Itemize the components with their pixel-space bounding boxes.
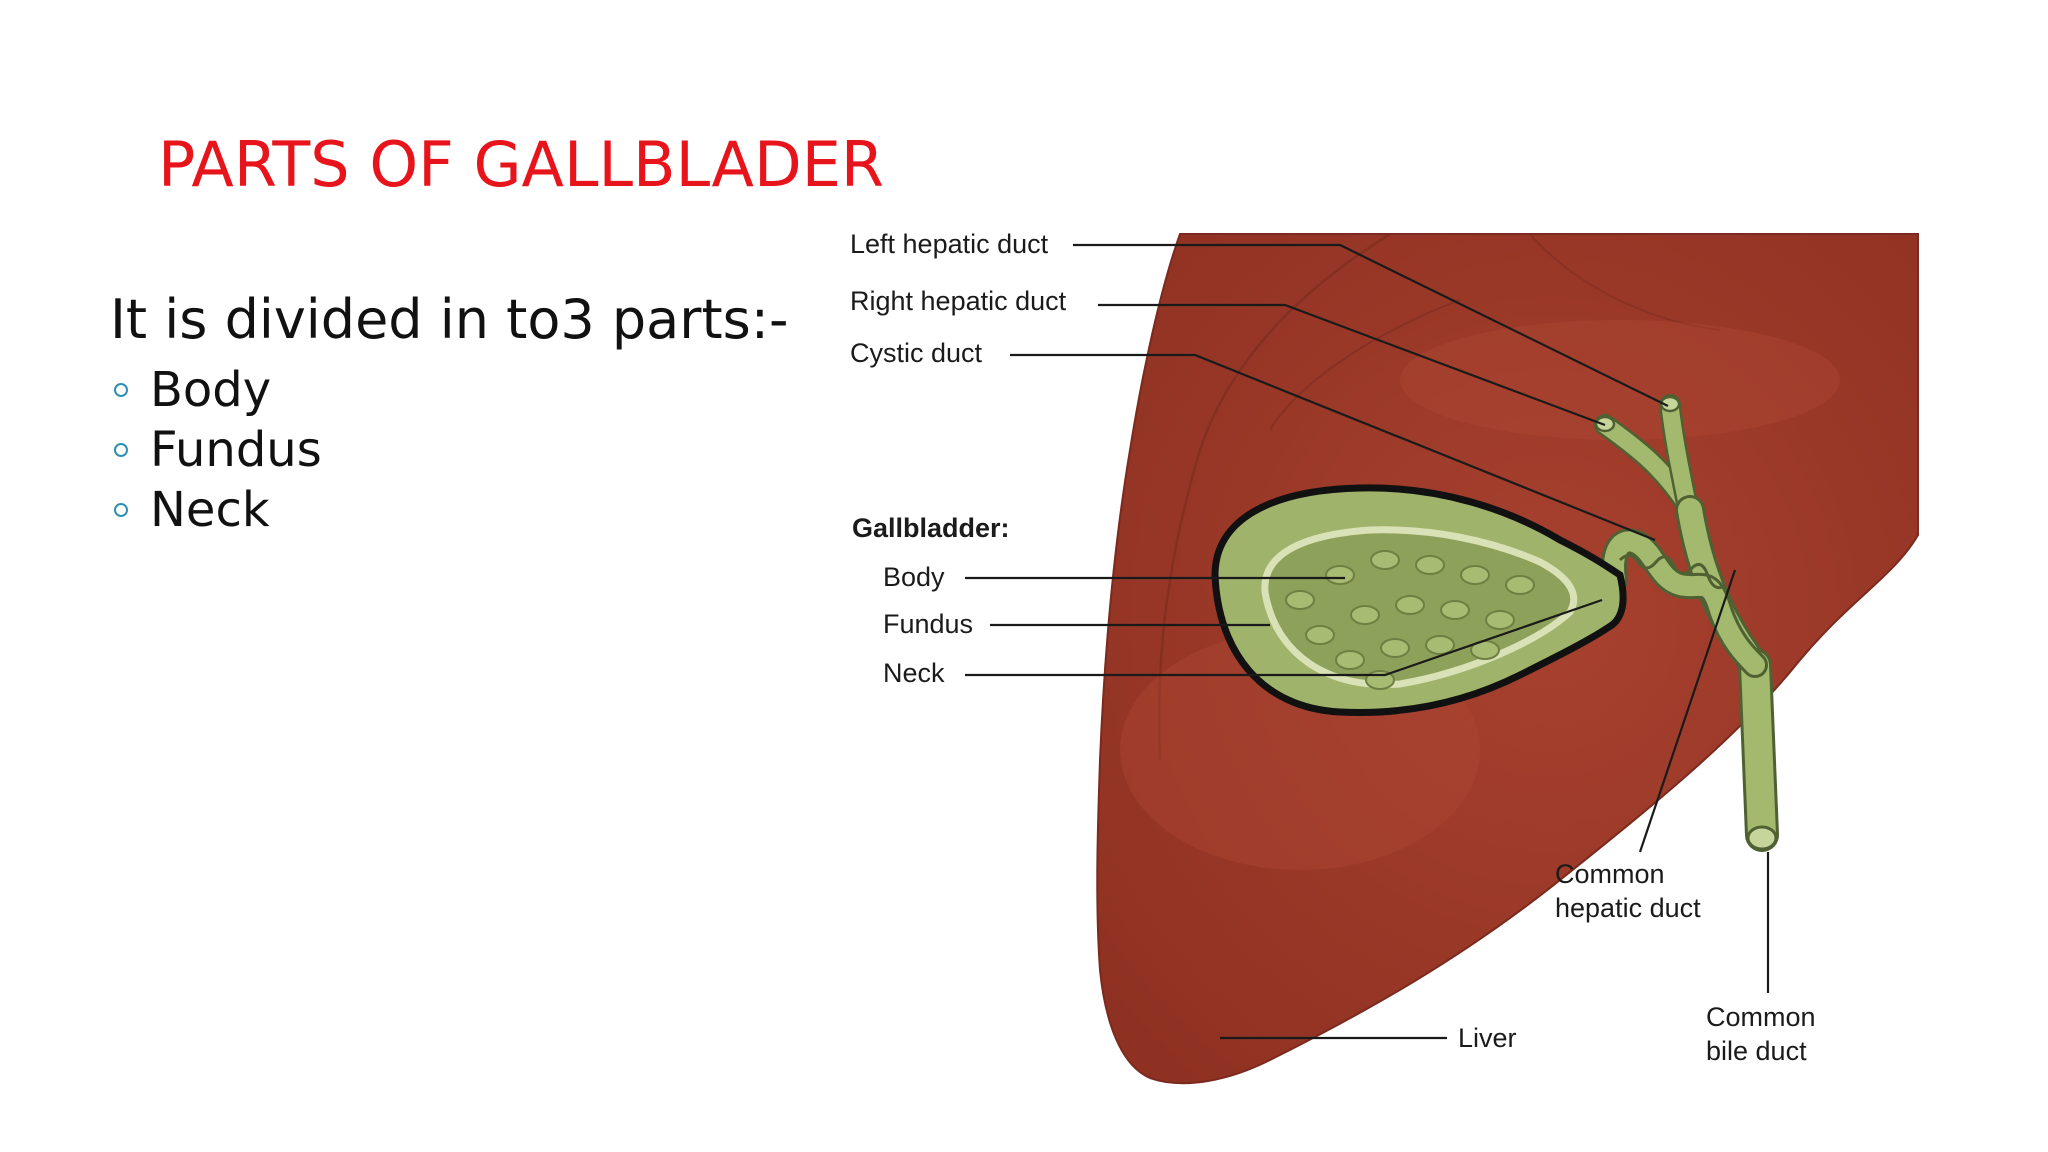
label-common-bile-duct-1: Common <box>1706 1002 1816 1032</box>
label-cystic-duct: Cystic duct <box>850 338 983 368</box>
list-item: Body <box>110 360 322 420</box>
list-item: Fundus <box>110 420 322 480</box>
liver-fold <box>1529 233 1721 331</box>
label-gallbladder-heading: Gallbladder: <box>852 513 1010 543</box>
leader-neck <box>965 598 1603 677</box>
bullet-icon <box>114 383 128 397</box>
label-common-hepatic-duct-1: Common <box>1555 859 1665 889</box>
label-left-hepatic-duct: Left hepatic duct <box>850 229 1049 259</box>
leader-common-hepatic-duct <box>1638 569 1737 853</box>
label-neck: Neck <box>883 658 945 688</box>
intro-text: It is divided in to3 parts:- <box>110 288 789 351</box>
liver-fold <box>1157 232 1391 761</box>
cystic-duct <box>1601 528 1768 678</box>
gallbladder <box>1211 484 1627 716</box>
list-item-label: Body <box>150 362 272 418</box>
list-item: Neck <box>110 480 322 540</box>
list-item-label: Fundus <box>150 422 322 478</box>
leader-left-hepatic-duct <box>1073 243 1669 407</box>
slide-title: PARTS OF GALLBLADER <box>158 128 884 201</box>
parts-list: Body Fundus Neck <box>110 360 322 540</box>
label-body: Body <box>883 562 945 592</box>
leader-cystic-duct <box>1010 353 1656 542</box>
bullet-icon <box>114 503 128 517</box>
bullet-icon <box>114 443 128 457</box>
label-right-hepatic-duct: Right hepatic duct <box>850 286 1067 316</box>
liver-highlight <box>1400 320 1840 440</box>
list-item-label: Neck <box>150 482 270 538</box>
label-common-bile-duct-2: bile duct <box>1706 1036 1807 1066</box>
label-fundus: Fundus <box>883 609 973 639</box>
liver-fold <box>1269 299 1461 431</box>
label-common-hepatic-duct-2: hepatic duct <box>1555 893 1701 923</box>
leader-right-hepatic-duct <box>1098 303 1606 427</box>
label-liver: Liver <box>1458 1023 1517 1053</box>
